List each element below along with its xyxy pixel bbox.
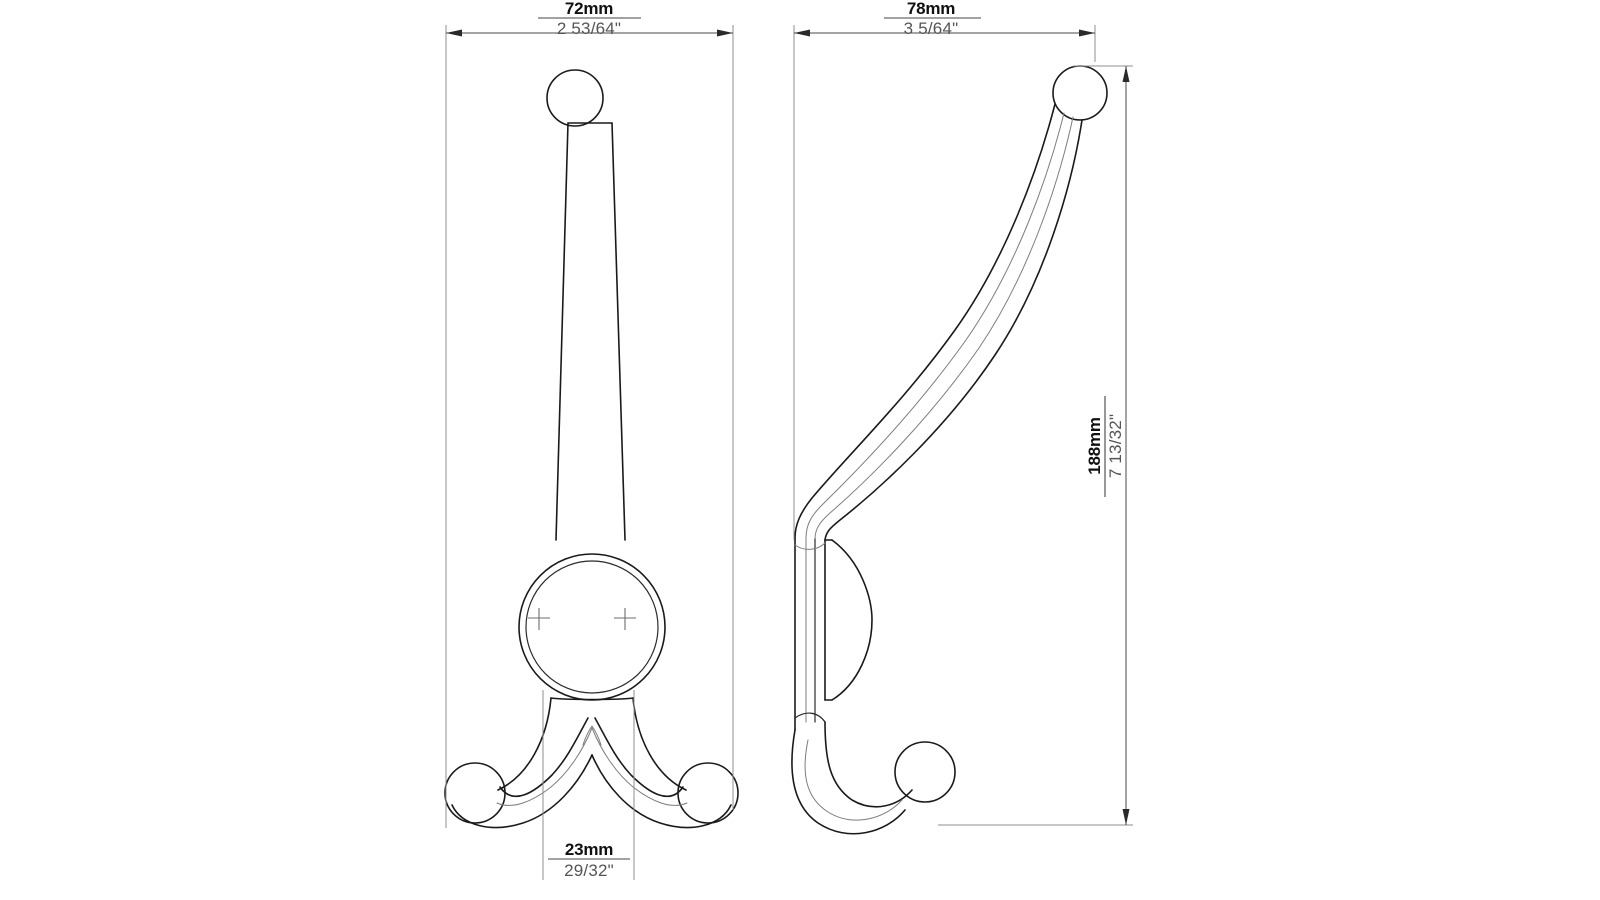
side-lower-hook-shank [791,729,906,835]
front-center-peak-apex [582,725,602,746]
side-depth-metric-label: 78mm [907,0,955,18]
hook-spread-imperial-label: 29/32" [564,861,614,880]
height-imperial-label: 7 13/32" [1106,414,1125,478]
side-top-ball [1052,65,1108,121]
front-center-peak-detail [496,727,593,806]
front-top-ball [546,69,604,127]
front-shank-left-edge [555,122,569,541]
front-left-hook-outer-contour [451,754,593,829]
dimension-overall-height: 188mm 7 13/32" [938,65,1133,826]
height-arrow-top-icon [1122,66,1130,82]
front-width-arrow-right-icon [717,29,733,37]
side-view [791,65,1108,835]
front-right-hook-inner-sweep [594,717,684,798]
dimension-side-depth: 78mm 3 5/64" [793,0,1096,540]
side-depth-arrow-left-icon [794,29,810,37]
side-depth-arrow-right-icon [1079,29,1095,37]
front-shank-right-edge [611,122,626,541]
front-view [444,69,739,829]
front-backplate-inner-ring [525,560,659,694]
side-plate-bottom-fillet [794,712,826,723]
side-lower-hook-ridge [804,739,903,821]
side-plate-top-fillet [794,542,826,550]
height-metric-label: 188mm [1085,417,1104,475]
side-arm-inner-edge [824,119,1083,541]
side-lower-hook-inner-edge [824,721,913,808]
front-right-hook-ball [677,762,739,824]
front-body-bottom-edge [550,697,634,701]
front-center-peak-detail-right [591,727,688,806]
front-width-metric-label: 72mm [565,0,613,18]
side-backplate-disc-profile [831,539,873,701]
front-backplate-outer-ring [518,553,666,701]
front-width-arrow-left-icon [446,29,462,37]
front-screw-hole-left [528,608,550,630]
height-arrow-bottom-icon [1122,809,1130,825]
front-body-right-flare [632,697,687,791]
hook-spread-metric-label: 23mm [565,840,613,859]
front-left-hook-inner-sweep [499,717,589,798]
side-arm-outer-edge [794,103,1056,539]
front-screw-hole-right [614,608,636,630]
side-bottom-hook-ball [894,741,956,803]
front-body-left-flare [497,697,552,791]
dimension-front-width: 72mm 2 53/64" [445,0,734,828]
front-right-hook-outer-contour [591,754,732,829]
side-depth-imperial-label: 3 5/64" [904,19,959,38]
side-arm-ridge-line-2 [814,116,1074,540]
front-left-hook-ball [444,762,506,824]
dimension-hook-spread: 23mm 29/32" [542,690,635,880]
front-width-imperial-label: 2 53/64" [557,19,621,38]
side-arm-ridge-line-1 [805,112,1065,539]
